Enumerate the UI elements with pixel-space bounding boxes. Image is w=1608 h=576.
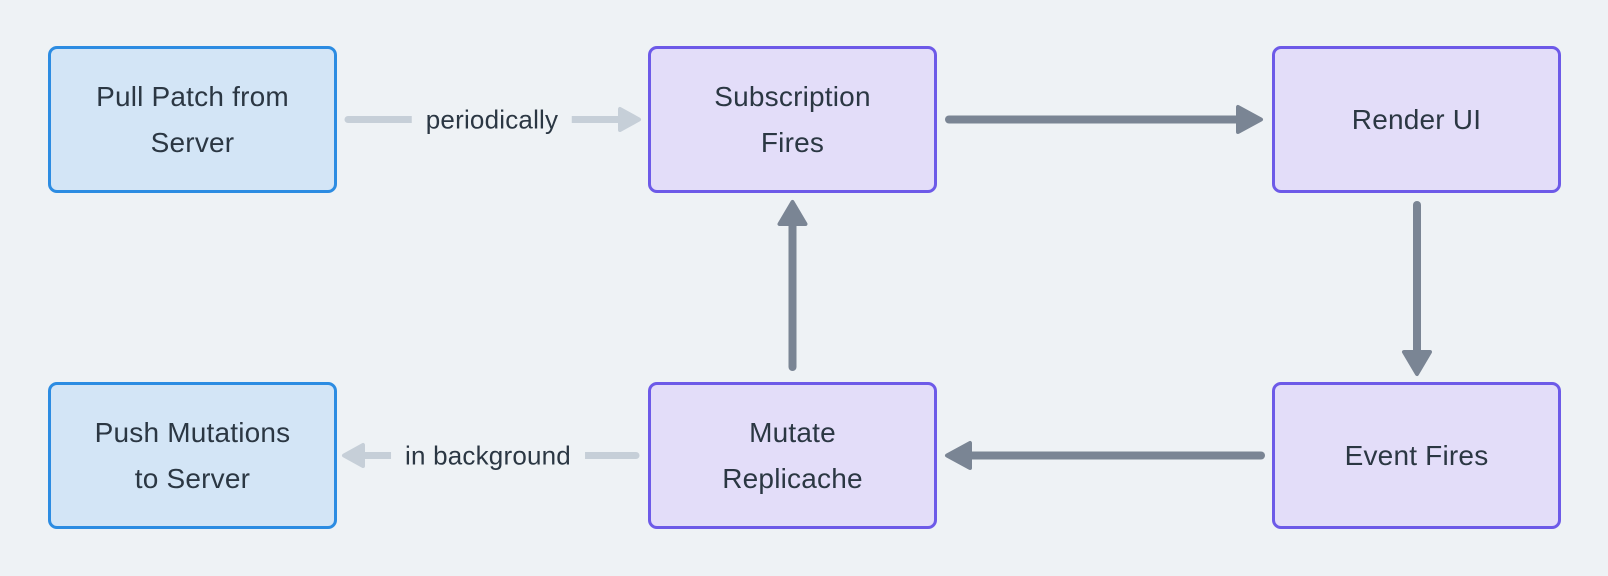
node-push-mutations-to-server: Push Mutations to Server [48, 382, 337, 529]
node-label: Render UI [1351, 103, 1482, 135]
edge-label-in-background: in background [391, 438, 585, 474]
node-label: Event Fires [1344, 439, 1489, 471]
node-render-ui: Render UI [1272, 46, 1561, 193]
node-label: Mutate Replicache [722, 417, 863, 494]
node-pull-patch-from-server: Pull Patch from Server [48, 46, 337, 193]
node-label: Push Mutations to Server [94, 417, 291, 494]
arrowhead-subscription-to-render [1236, 105, 1263, 134]
node-label: Subscription Fires [714, 81, 871, 158]
edge-label-periodically: periodically [411, 102, 573, 138]
arrowhead-render-to-event [1402, 350, 1432, 376]
arrowhead-pull-to-subscription [618, 107, 641, 132]
node-event-fires: Event Fires [1272, 382, 1561, 529]
node-subscription-fires: Subscription Fires [648, 46, 937, 193]
arrowhead-mutate-to-push [342, 443, 365, 468]
node-label: Pull Patch from Server [96, 81, 289, 158]
arrowhead-event-to-mutate [945, 441, 972, 470]
arrowhead-mutate-to-subscription [777, 200, 808, 226]
node-mutate-replicache: Mutate Replicache [648, 382, 937, 529]
